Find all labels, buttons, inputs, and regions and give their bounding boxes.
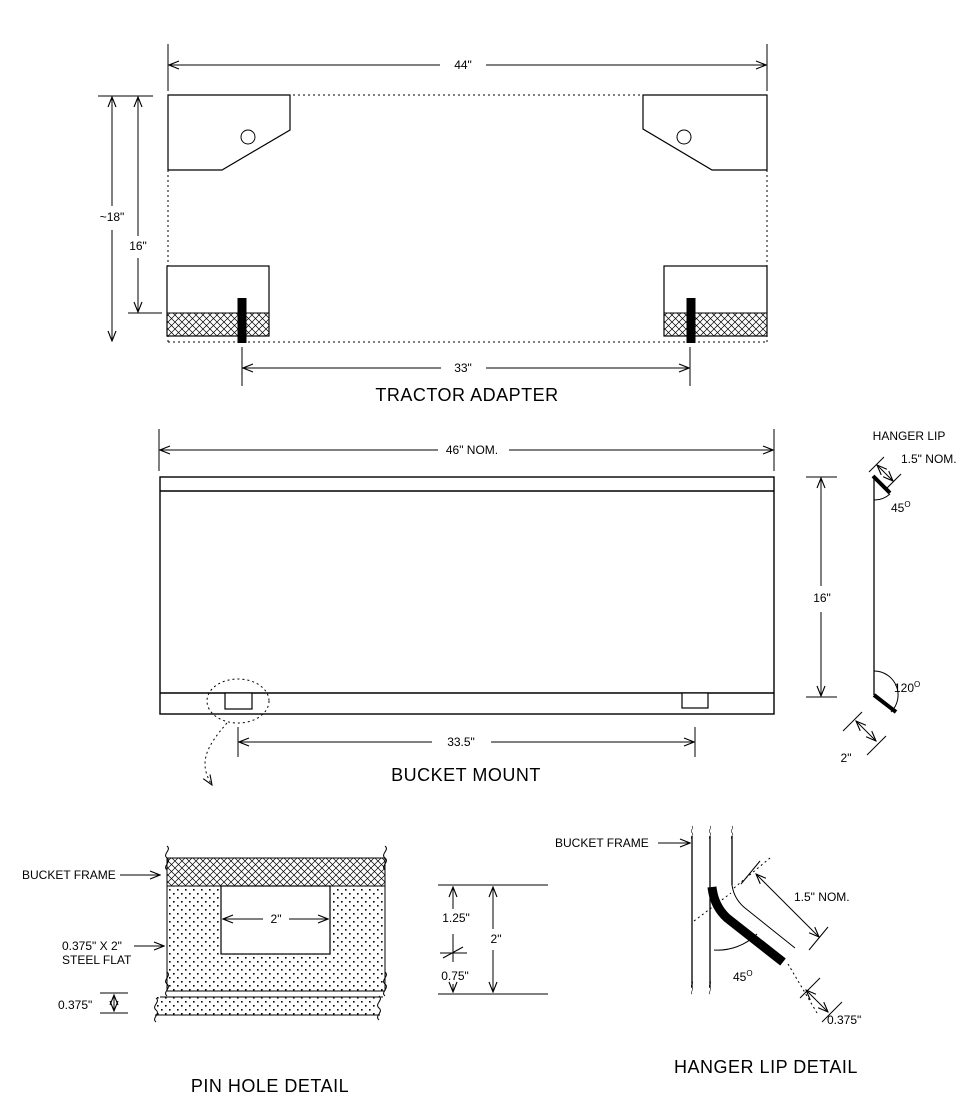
pin-hole-detail: BUCKET FRAME 2" 0.375" X 2" STEEL FLAT 0… <box>22 845 548 1096</box>
dim-33-5: 33.5" <box>237 727 696 757</box>
ph-steel-flat-label-1: 0.375" X 2" <box>62 939 122 953</box>
hl-dim-15-label: 1.5" NOM. <box>794 890 850 904</box>
profile-top-lip <box>871 474 892 495</box>
tractor-adapter-title: TRACTOR ADAPTER <box>375 385 558 405</box>
hl-dim-15: 1.5" NOM. <box>740 860 850 951</box>
ph-bottom-plate <box>157 997 377 1015</box>
pin-hole-detail-title: PIN HOLE DETAIL <box>191 1076 349 1096</box>
hanger-lip-detail-title: HANGER LIP DETAIL <box>674 1057 858 1077</box>
hl-angle-label: 45O <box>733 969 753 984</box>
dim-overall-height-label: ~18" <box>100 210 125 224</box>
hl-bucket-frame-label: BUCKET FRAME <box>555 836 649 850</box>
dim-44-label: 44" <box>454 58 472 72</box>
tractor-adapter-drawing: 44" <box>98 44 768 405</box>
profile-lip-dim-label: 1.5" NOM. <box>901 452 957 466</box>
bucket-mount-title: BUCKET MOUNT <box>391 765 541 785</box>
ph-dim-125-label: 1.25" <box>442 911 470 925</box>
bucket-mount-body <box>159 476 775 715</box>
ph-pin-hole <box>220 885 331 955</box>
dim-33-label: 33" <box>454 361 472 375</box>
ph-hole-width-label: 2" <box>271 912 282 926</box>
dim-heights-left: ~18" 16" <box>98 95 162 341</box>
dim-height-label: 16" <box>129 239 147 253</box>
profile-bottom-lip <box>872 693 898 714</box>
right-pin-hole <box>681 692 709 709</box>
right-hook-hole <box>676 129 692 145</box>
hl-lip-section <box>707 886 786 966</box>
ph-dim-0375: 0.375" <box>58 992 128 1014</box>
ph-frame-hatch <box>166 857 386 887</box>
dim-33-5-label: 33.5" <box>447 735 475 749</box>
profile-top-angle-label: 45O <box>891 500 911 515</box>
ph-steel-flat-label-2: STEEL FLAT <box>62 953 132 967</box>
left-pin-hole <box>224 692 253 710</box>
ph-dim-075-label: 0.75" <box>441 969 469 983</box>
ph-bucket-frame-label: BUCKET FRAME <box>22 868 116 882</box>
hl-lip-outer-edge <box>731 884 796 949</box>
left-hook-hole <box>240 129 256 145</box>
left-pin-bracket <box>166 265 270 343</box>
dim-46: 46" NOM. <box>158 429 775 471</box>
hanger-lip-detail: BUCKET FRAME 1.5" NOM. 45O 0.375" <box>555 825 861 1077</box>
ph-dim-0375-label: 0.375" <box>58 998 92 1012</box>
left-pin <box>237 298 247 343</box>
hanger-lip-label: HANGER LIP <box>873 429 946 443</box>
profile-bottom-angle-arc <box>873 670 899 713</box>
right-pin <box>686 298 696 343</box>
ph-dim-2-total-label: 2" <box>491 932 502 946</box>
dim-16-right: 16" <box>806 476 837 698</box>
profile-dim-2: 2" <box>841 711 887 765</box>
right-pin-bracket <box>663 265 768 343</box>
hanger-lip-profile: HANGER LIP 1.5" NOM. 45O 120O 2" <box>841 429 957 765</box>
profile-dim-2-label: 2" <box>841 751 852 765</box>
dim-16-right-label: 16" <box>813 591 831 605</box>
dim-44: 44" <box>167 44 768 91</box>
profile-top-angle-arc <box>873 493 891 501</box>
detail-callout-circle <box>206 678 270 724</box>
dim-46-label: 46" NOM. <box>446 443 498 457</box>
ph-right-dims: 1.25" 0.75" 2" <box>438 884 548 995</box>
hl-dim-0375-label: 0.375" <box>827 1013 861 1027</box>
bucket-mount-drawing: 46" NOM. 33.5" BUCKET MOUNT 16" <box>158 429 837 785</box>
left-hook-plate <box>167 94 291 171</box>
right-hook-plate <box>642 94 768 171</box>
profile-bottom-angle-label: 120O <box>894 680 920 695</box>
detail-callout-arrow <box>205 722 228 785</box>
hl-dim-0375: 0.375" <box>799 977 861 1027</box>
dim-33: 33" <box>241 347 691 386</box>
hl-angle-arc <box>713 933 758 951</box>
